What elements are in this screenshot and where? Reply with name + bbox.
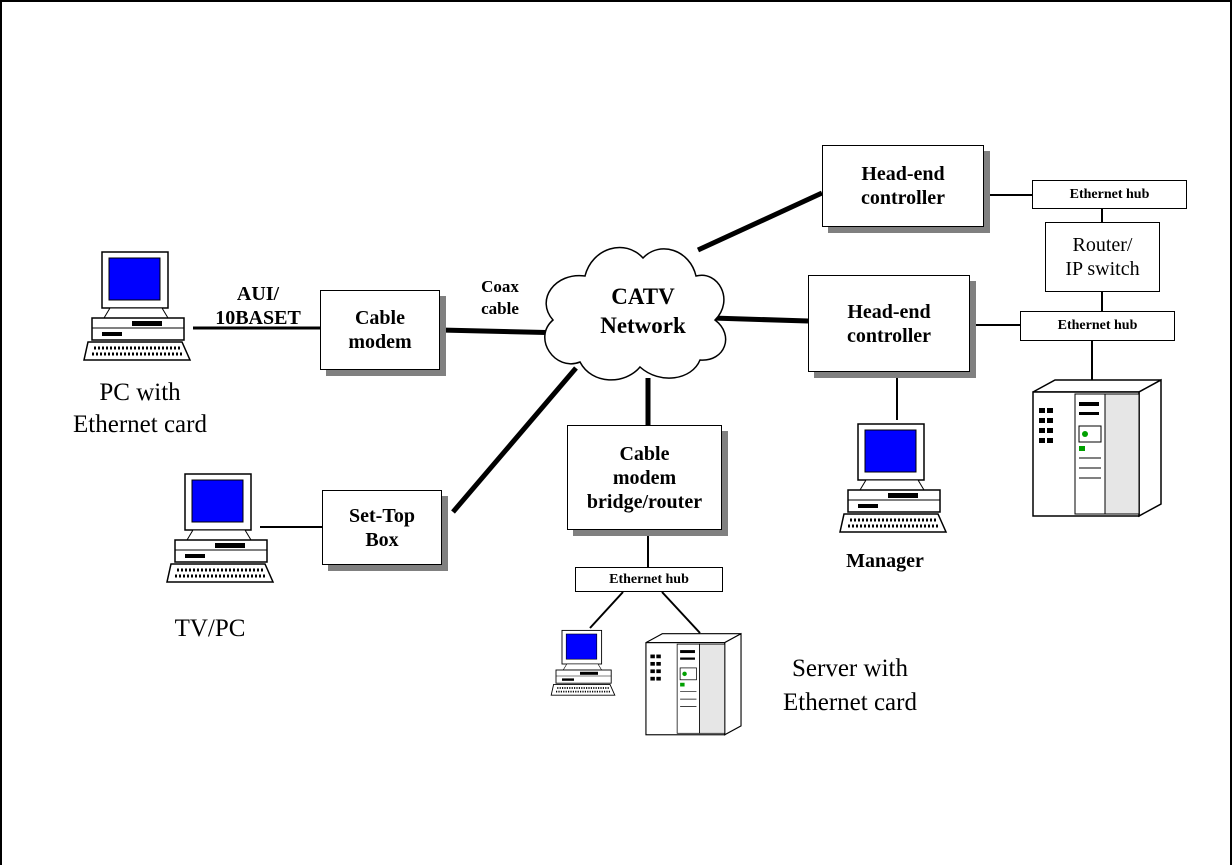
catv-network-label: CATV Network — [600, 284, 686, 338]
desktop-pc-icon — [83, 251, 192, 361]
link-cloud-settop — [451, 366, 578, 514]
ethernet-hub-bottom: Ethernet hub — [575, 567, 723, 592]
ethernet-hub-top: Ethernet hub — [1032, 180, 1187, 209]
cloud-icon — [544, 246, 727, 381]
desktop-pc-icon — [839, 423, 948, 533]
desktop-pc-icon — [550, 629, 616, 696]
headend-controller-top: Head-end controller — [822, 145, 984, 227]
link-cloud-headend-mid — [711, 315, 809, 324]
set-top-box: Set-Top Box — [322, 490, 442, 565]
link-hub-server — [661, 591, 701, 634]
ethernet-hub-mid: Ethernet hub — [1020, 311, 1175, 341]
link-cloud-headend-top — [696, 190, 824, 253]
tower-server-icon — [1032, 378, 1162, 518]
coax-cable-label: Coax cable — [481, 277, 519, 318]
headend-controller-mid: Head-end controller — [808, 275, 970, 372]
cable-modem-bridge-router-box: Cable modem bridge/router — [567, 425, 722, 530]
server-with-ethernet-card-label: Server with Ethernet card — [783, 655, 917, 716]
pc-with-ethernet-card-label: PC with Ethernet card — [73, 379, 207, 438]
desktop-pc-icon — [166, 473, 275, 583]
cable-modem-box: Cable modem — [320, 290, 440, 370]
tower-server-icon — [645, 632, 742, 736]
manager-label: Manager — [846, 550, 924, 572]
aui-10baset-label: AUI/ 10BASET — [215, 283, 301, 329]
link-hub-small-pc — [589, 591, 624, 629]
router-ip-switch-box: Router/ IP switch — [1045, 222, 1160, 292]
tv-pc-label: TV/PC — [174, 615, 246, 642]
